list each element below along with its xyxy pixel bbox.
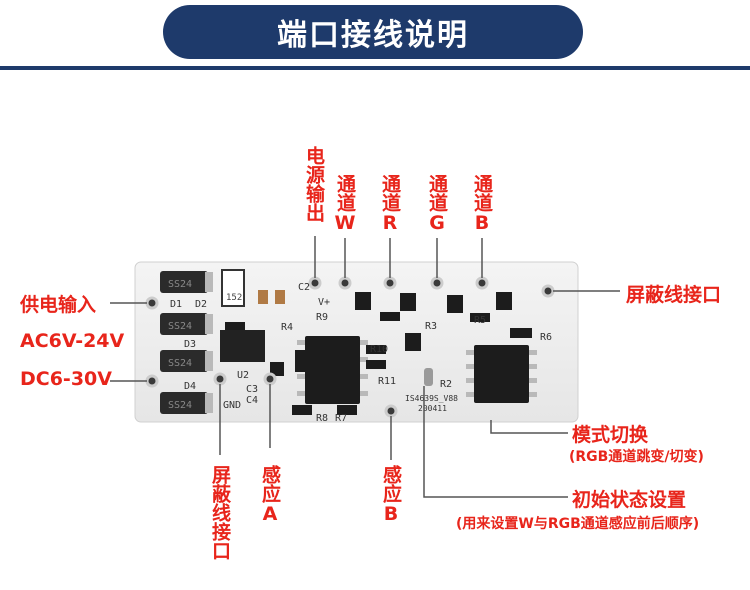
silk-label: R10 [370,344,388,355]
label-mode-switch: 模式切换 [572,424,649,446]
silk-label: R6 [540,332,552,343]
chip-mark: SS24 [168,321,192,332]
chip-mark: SS24 [168,400,192,411]
page-title: 端口接线说明 [277,18,469,53]
silk-label: U2 [237,370,249,381]
label-init-state: 初始状态设置 [572,489,687,511]
chip-mark: SS24 [168,279,192,290]
silk-label: C4 [246,395,258,406]
label-mode-switch-desc: (RGB通道跳变/切变) [569,449,704,465]
label-shield-interface: 屏蔽线接口 [626,284,722,306]
chip-mark: 152 [226,293,242,303]
label-dc-range: DC6-30V [20,368,112,390]
label-channel-b: 通道B [471,174,493,234]
silk-label: R8 [316,413,328,424]
silk-label: IS4639S_V88 [405,394,458,403]
silk-label: R9 [316,312,328,323]
silk-label: D4 [184,381,196,392]
silk-label: R3 [425,321,437,332]
label-channel-r: 通道R [379,174,401,234]
silk-label: V+ [318,297,330,308]
label-ac-range: AC6V-24V [20,330,125,352]
silk-label: D2 [195,299,207,310]
label-channel-g: 通道G [426,174,448,234]
title-banner: 端口接线说明 [163,5,583,59]
silk-label: 200411 [418,404,447,413]
silk-label: GND [223,400,241,411]
label-init-state-desc: (用来设置W与RGB通道感应前后顺序) [456,516,700,532]
silk-label: R4 [281,322,293,333]
silk-label: C2 [298,282,310,293]
label-sense-a: 感应A [259,465,281,525]
silk-label: R11 [378,376,396,387]
label-power-input: 供电输入 [20,294,97,316]
silk-label: D3 [184,339,196,350]
label-channel-w: 通道W [334,174,356,234]
silk-label: R2 [440,379,452,390]
silk-label: D1 [170,299,182,310]
chip-mark: SS24 [168,358,192,369]
label-power-output: 电源输出 [303,146,325,222]
label-shield-bottom: 屏蔽线接口 [209,465,231,560]
label-sense-b: 感应B [380,465,402,525]
title-rule [0,66,750,70]
silk-label: C3 [246,384,258,395]
silk-label: R5 [474,315,486,326]
silk-label: R7 [335,413,347,424]
